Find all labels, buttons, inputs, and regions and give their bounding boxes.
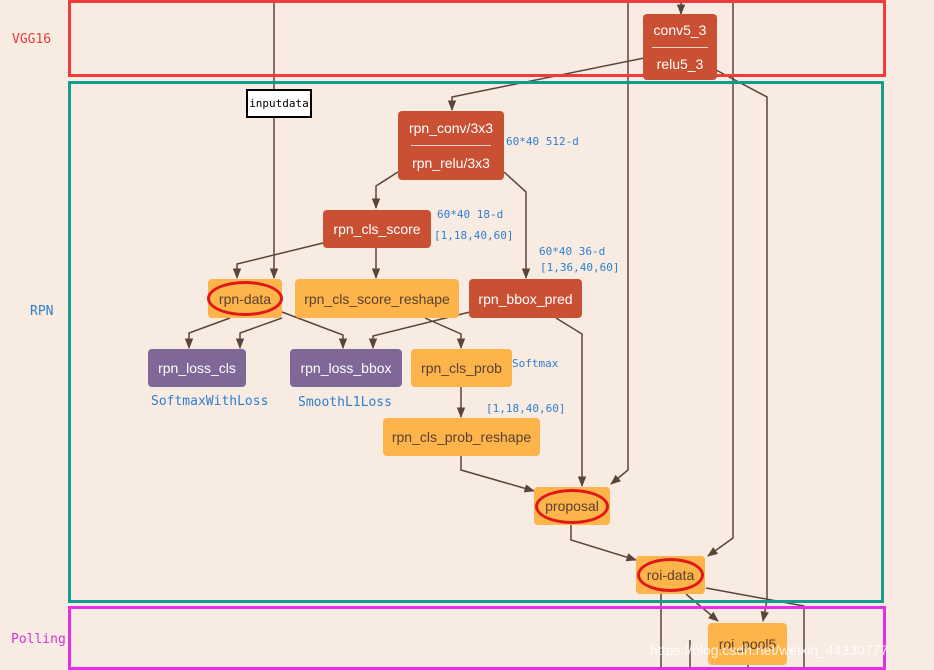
polling-label: Polling xyxy=(11,632,66,647)
conv5-3-label: conv5_3 xyxy=(653,22,707,39)
divider xyxy=(410,145,492,146)
edge-probreshape-proposal xyxy=(460,456,536,493)
rpn-bbox-pred-node[interactable]: rpn_bbox_pred xyxy=(469,279,582,318)
edge-relu5-rpnconv xyxy=(447,57,645,112)
edge-rpnconv-clsscore xyxy=(371,171,399,210)
rpn-cls-prob-reshape-node[interactable]: rpn_cls_prob_reshape xyxy=(383,418,540,456)
edge-reshape-clsprob xyxy=(424,317,466,350)
edge-bbox-proposal xyxy=(555,317,587,488)
prob-dims-annotation: [1,18,40,60] xyxy=(486,402,566,415)
rpn-cls-score-node[interactable]: rpn_cls_score xyxy=(323,210,431,248)
rpn-cls-prob-node[interactable]: rpn_cls_prob xyxy=(411,349,512,387)
divider xyxy=(651,46,709,48)
edge-reshape-losscls xyxy=(235,317,283,350)
watermark-text: https://blog.csdn.net/weixin_44330777 xyxy=(650,642,889,658)
edge-rpndata-losscls xyxy=(184,317,231,350)
edge-rpnconv-bboxpred xyxy=(503,171,531,280)
rpn-conv-node[interactable]: rpn_conv/3x3 rpn_relu/3x3 xyxy=(398,111,504,180)
softmax-annotation: Softmax xyxy=(512,357,559,370)
loss-cls-type-annotation: SoftmaxWithLoss xyxy=(151,394,269,409)
rpn-loss-bbox-node[interactable]: rpn_loss_bbox xyxy=(290,349,402,387)
edge-right-down-roidata xyxy=(707,0,734,557)
roi-data-highlight xyxy=(637,558,704,592)
rpn-cls-score-reshape-node[interactable]: rpn_cls_score_reshape xyxy=(295,279,459,318)
vgg16-label: VGG16 xyxy=(12,32,52,47)
cls-score-shape-annotation: 60*40 18-d xyxy=(437,208,504,221)
relu5-3-label: relu5_3 xyxy=(656,55,704,72)
loss-bbox-type-annotation: SmoothL1Loss xyxy=(298,395,392,410)
proposal-highlight xyxy=(535,489,609,524)
polling-region xyxy=(68,606,886,670)
roi-pool5-node[interactable]: roi_pool5 xyxy=(708,623,787,665)
conv-shape-annotation: 60*40 512-d xyxy=(506,135,579,148)
vgg16-region xyxy=(68,0,886,77)
edge-clsscore-rpndata xyxy=(232,242,324,280)
rpn-label: RPN xyxy=(30,304,54,319)
bbox-dims-annotation: [1,36,40,60] xyxy=(540,261,620,274)
cls-score-dims-annotation: [1,18,40,60] xyxy=(434,229,514,242)
bbox-shape-annotation: 60*40 36-d xyxy=(539,245,606,258)
rpn-loss-cls-node[interactable]: rpn_loss_cls xyxy=(148,349,246,387)
edge-center-down-proposal xyxy=(610,0,629,485)
inputdata-box: inputdata xyxy=(246,89,312,118)
edge-rpndata-lossbbox xyxy=(281,311,348,350)
rpn-conv-label: rpn_conv/3x3 xyxy=(408,120,494,136)
rpn-data-highlight xyxy=(207,281,283,316)
edge-proposal-roidata xyxy=(570,525,638,562)
rpn-region xyxy=(68,81,884,603)
conv5-3-node[interactable]: conv5_3 relu5_3 xyxy=(643,14,717,80)
rpn-relu-label: rpn_relu/3x3 xyxy=(412,155,490,171)
edge-bbox-lossbbox xyxy=(368,311,471,350)
